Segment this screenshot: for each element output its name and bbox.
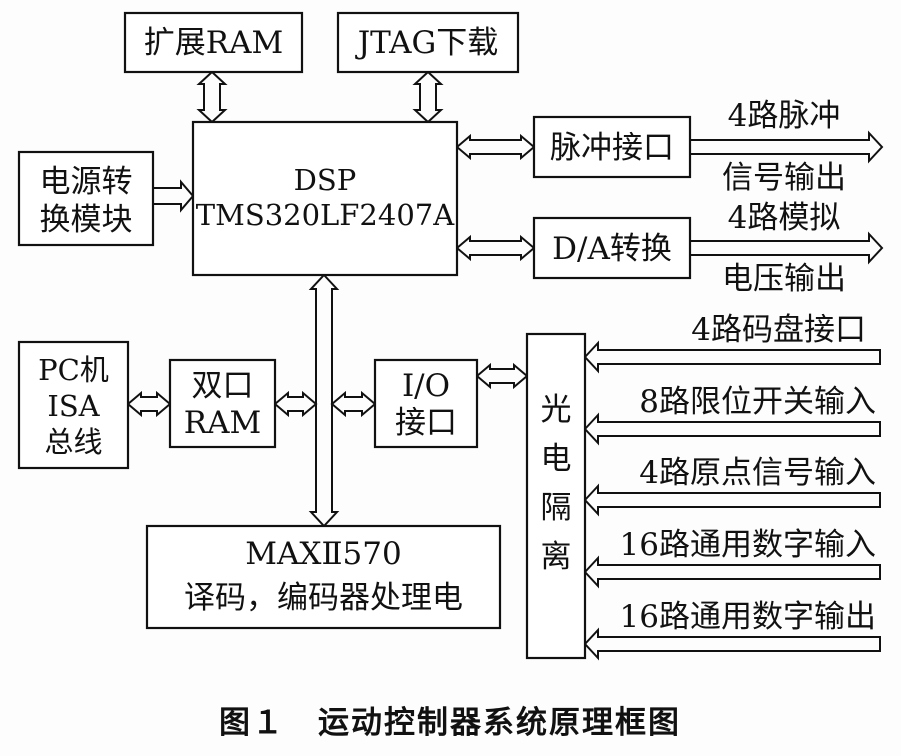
dsp-label: DSP	[294, 163, 357, 197]
pulse-output-label-line2: 信号输出	[722, 160, 846, 196]
power-label-line1: 电源转	[40, 164, 133, 200]
bus-io-link	[330, 390, 377, 418]
input-arrow-limit	[583, 412, 881, 446]
cpld-part-label: MAXⅡ570	[245, 536, 401, 572]
da-converter-label: D/A转换	[552, 231, 672, 267]
io-opto-link	[475, 362, 529, 390]
power-module-box	[17, 150, 155, 247]
pulse-output-arrow	[689, 130, 884, 164]
dsp-box	[191, 120, 459, 277]
power-label-line2: 换模块	[40, 202, 133, 238]
input-label-digital-out: 16路通用数字输出	[620, 599, 876, 635]
analog-output-label-line2: 电压输出	[722, 261, 846, 297]
input-label-origin: 4路原点信号输入	[639, 455, 876, 491]
io-label: I/O	[402, 368, 450, 404]
analog-output-arrow	[689, 231, 884, 265]
opto-char-3: 隔	[541, 490, 572, 526]
dsp-pulse-bus	[455, 133, 536, 161]
jtag-label: JTAG下载	[355, 25, 499, 61]
input-label-encoder: 4路码盘接口	[691, 312, 866, 348]
bus-label: 总线	[44, 425, 102, 459]
ext-ram-label: 扩展RAM	[144, 25, 283, 61]
io-interface-box	[373, 358, 479, 449]
input-arrow-encoder	[583, 340, 881, 374]
dsp-part-number: TMS320LF2407A	[196, 198, 455, 232]
isa-dpram-bus	[126, 390, 172, 418]
da-converter-box	[532, 216, 692, 280]
opto-char-2: 电	[541, 441, 572, 477]
opto-char-4: 离	[541, 539, 572, 575]
opto-isolation-box	[525, 332, 587, 660]
ext-ram-box	[123, 11, 304, 74]
jtag-box	[336, 11, 520, 74]
input-label-limit: 8路限位开关输入	[639, 384, 876, 420]
input-arrow-origin	[583, 483, 881, 517]
pc-label: PC机	[38, 353, 109, 387]
pc-isa-box	[17, 340, 130, 470]
isa-label: ISA	[47, 389, 100, 423]
pulse-interface-box	[532, 115, 692, 179]
ext-ram-dsp-bus	[196, 70, 228, 124]
dual-port-label: 双口	[192, 368, 254, 404]
jtag-dsp-bus	[412, 70, 444, 124]
input-label-digital-in: 16路通用数字输入	[620, 527, 876, 563]
pulse-interface-label: 脉冲接口	[550, 130, 674, 166]
dsp-cpld-bus	[308, 273, 340, 528]
input-arrow-digital-out	[583, 627, 881, 661]
cpld-function-label: 译码，编码器处理电	[184, 580, 463, 616]
figure-caption: 图１ 运动控制器系统原理框图	[219, 705, 681, 741]
dual-port-ram-label: RAM	[184, 405, 261, 441]
dpram-bus-link	[273, 390, 318, 418]
power-dsp-arrow	[152, 179, 195, 213]
maxii-cpld-box	[145, 524, 502, 630]
input-arrow-digital-in	[583, 555, 881, 589]
pulse-output-label-line1: 4路脉冲	[728, 98, 841, 134]
opto-char-1: 光	[541, 392, 572, 428]
analog-output-label-line1: 4路模拟	[728, 200, 841, 236]
dsp-da-bus	[455, 234, 536, 262]
dual-port-ram-box	[168, 358, 277, 449]
io-interface-label: 接口	[395, 405, 457, 441]
